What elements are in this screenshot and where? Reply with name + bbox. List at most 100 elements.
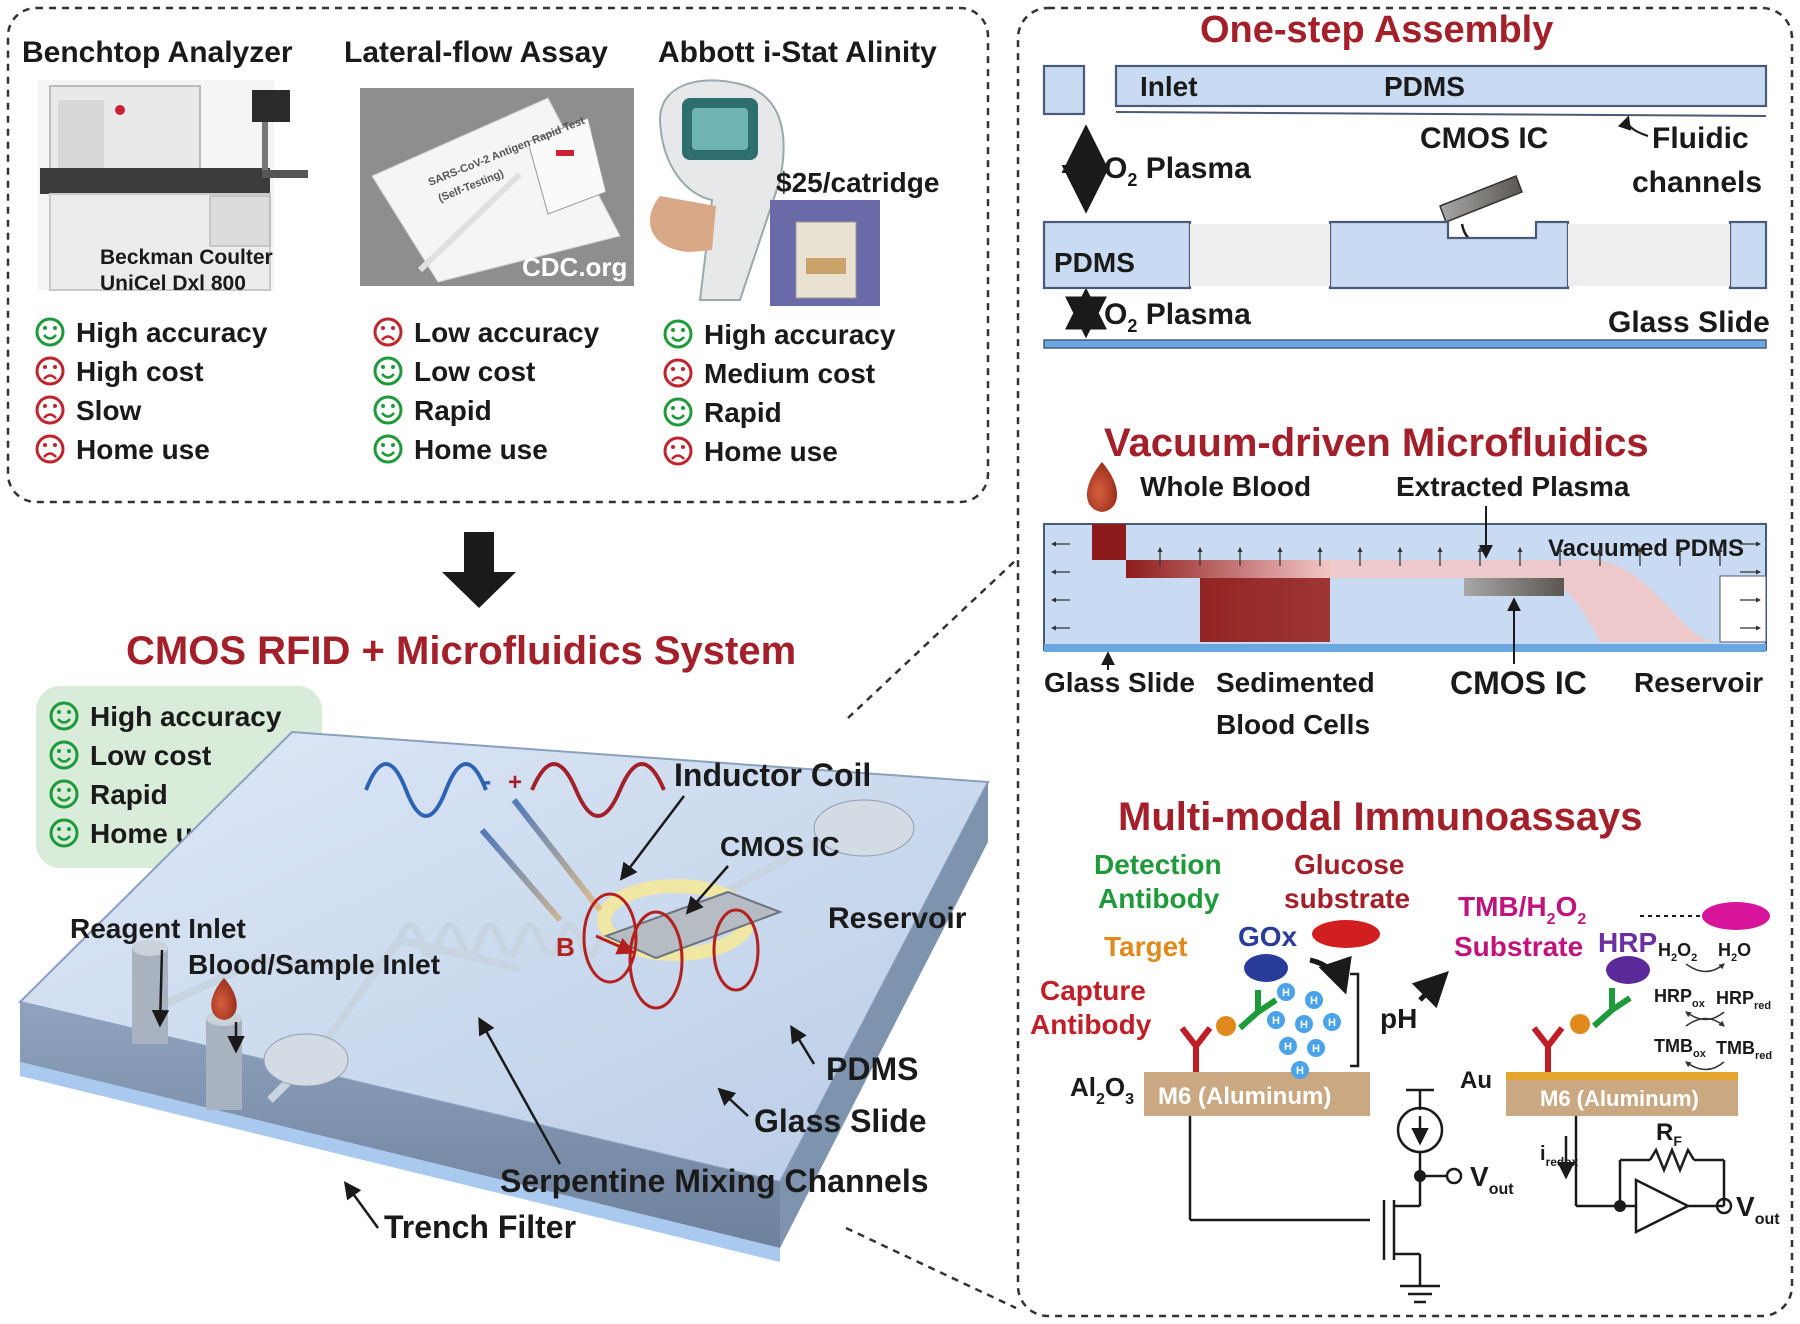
assembly-title: One-step Assembly [1200,9,1553,51]
pros-cons-item: Medium cost [704,358,875,389]
label-pdms: PDMS [826,1051,918,1087]
rf-label: RF [1656,1119,1682,1149]
right-circuit [1557,1116,1733,1235]
vacuum-pdms-label: Vacuumed PDMS [1548,535,1744,562]
column-title-benchtop: Benchtop Analyzer [22,36,293,69]
assembly-fluidic-label-2: channels [1632,166,1762,199]
vacuum-blood-drop [1086,462,1118,512]
tmb-substrate-label: Substrate [1454,931,1583,962]
label-reservoir: Reservoir [828,902,967,935]
zoom-line-top [847,559,1017,719]
red-wave [530,762,666,818]
tmb-red-label: TMBred [1716,1038,1772,1062]
right-antibodies [1531,988,1632,1072]
lateral-flow-image: SARS-CoV-2 Antigen Rapid Test (Self-Test… [360,88,634,286]
m6-left-label: M6 (Aluminum) [1158,1083,1331,1110]
happy-face-icon [373,356,403,386]
ph-arrow [1411,971,1449,1009]
right-circuit-node [1614,1200,1626,1212]
system-title: CMOS RFID + Microfluidics System [126,629,796,673]
vacuum-glass-label: Glass Slide [1044,667,1195,698]
hrp-label: HRP [1598,927,1657,958]
lateral-flow-credit: CDC.org [522,252,627,282]
h2o2-label: H2O2 [1658,940,1697,964]
hrp-enzyme [1606,956,1650,984]
magnetic-field-loops [582,892,760,1010]
sad-face-icon [373,317,403,347]
hydrogen-ion: H [1305,991,1323,1009]
redox-cycle-arrows [1685,963,1725,1071]
assembly-gap-1 [1190,224,1330,286]
hydrogen-ion-label: H [1296,1065,1304,1077]
istat-device-image [650,79,880,306]
happy-face-icon [663,397,693,427]
assembly-pdms-mid-right [1728,220,1768,290]
vacuum-sedimented-label-1: Sedimented [1216,667,1375,698]
pros-cons-item: Home use [704,436,838,467]
hydrogen-ion: H [1323,1013,1341,1031]
pros-cons-item: Rapid [414,395,492,426]
happy-face-icon [373,395,403,425]
down-arrow [442,532,516,608]
assembly-channel-line [1115,111,1767,117]
o2-plasma-label-1: O2 Plasma [1104,152,1251,190]
vacuum-whole-blood: Whole Blood [1140,471,1311,502]
sad-face-icon [35,434,65,464]
pros-cons-item: Home use [76,434,210,465]
istat-price: $25/catridge [776,167,939,198]
capture-antibody-2: Antibody [1030,1009,1152,1040]
benchtop-caption-brand: Beckman Coulter [100,246,273,269]
happy-face-icon [49,779,79,809]
happy-face-icon [373,434,403,464]
fluidic-arrow [1617,115,1649,137]
hydrogen-ion-label: H [1312,1043,1320,1055]
glass-slide-edge [20,1062,780,1262]
sad-face-icon [35,395,65,425]
wave-plus: + [508,769,522,796]
benchtop-caption-model: UniCel Dxl 800 [100,272,246,295]
assembly-inlet-label: Inlet [1140,71,1198,102]
vacuum-plasma-flow [1330,560,1716,642]
hydrogen-ion: H [1295,1015,1313,1033]
iredox-label: iredox [1540,1143,1579,1169]
detection-antibody-2: Antibody [1098,883,1220,914]
assembly-fluidic-label-1: Fluidic [1652,122,1749,155]
assembly-pdms-top-label: PDMS [1384,71,1465,102]
vacuum-cmos-label: CMOS IC [1450,665,1587,701]
hydrogen-ion-label: H [1272,1015,1280,1027]
immuno-title: Multi-modal Immunoassays [1118,795,1643,839]
glucose-substrate-2: substrate [1284,883,1410,914]
h2o-label: H2O [1718,940,1751,964]
vout-right: Vout [1736,1191,1780,1228]
vacuum-sedimented-cells [1200,578,1330,642]
hydrogen-ion-label: H [1282,987,1290,999]
column-title-lateral-flow: Lateral-flow Assay [344,36,608,69]
label-blood-inlet: Blood/Sample Inlet [188,949,440,980]
sad-face-icon [663,358,693,388]
wave-minus: - [482,765,491,796]
device-illustration [18,730,990,1262]
happy-face-icon [49,740,79,770]
left-antibodies [1179,990,1278,1072]
label-glass-slide: Glass Slide [754,1103,927,1139]
glucose-reaction-arrow [1309,955,1352,995]
m6-right-label: M6 (Aluminum) [1540,1086,1699,1111]
hrp-ox-label: HRPox [1654,986,1706,1010]
hrp-red-label: HRPred [1716,988,1771,1012]
vacuum-cmos-chip [1464,578,1564,596]
assembly-pdms-top-layer [1114,64,1768,108]
assembly-glass-slide [1043,339,1767,349]
serpentine-channel [396,921,624,959]
pros-cons-item: High cost [76,356,204,387]
gox-label: GOx [1238,921,1298,952]
blue-wave [364,762,488,818]
vout-left: Vout [1470,1161,1514,1198]
hydrogen-ion: H [1277,983,1295,1001]
left-electrode [1144,1072,1370,1116]
hydrogen-ion: H [1291,1061,1309,1079]
reservoir-disk [813,799,915,857]
left-circuit-node [1414,1170,1426,1182]
label-reagent-inlet: Reagent Inlet [70,913,246,944]
glucose-substrate-1: Glucose [1294,849,1404,880]
